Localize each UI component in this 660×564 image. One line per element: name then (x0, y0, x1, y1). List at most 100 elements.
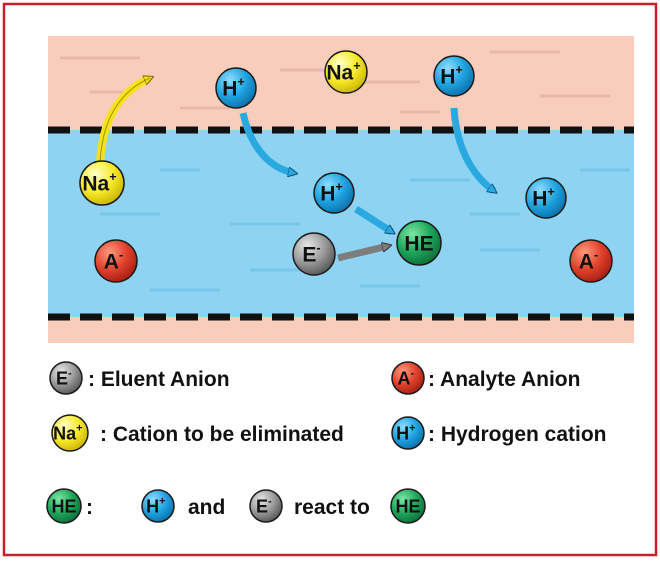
arrow-sodium-out-outline (99, 77, 151, 164)
sodium-ion-label: Na+ (82, 170, 116, 195)
ion-symbol: H (222, 78, 237, 101)
ion-symbol: H (320, 183, 335, 206)
product-ion-circle (390, 488, 426, 524)
ion-symbol: E (302, 244, 316, 267)
ion-charge: + (237, 75, 244, 89)
sodium-ion-label: Na+ (53, 422, 82, 443)
arrow-hydrogen-right (450, 107, 494, 191)
analyte-ion-circle (391, 361, 425, 395)
legend-sodium-ion: Na+ (51, 414, 89, 452)
hydrogen-ion-label: H+ (146, 495, 165, 516)
hydrogen-ion-top-right: H+ (433, 55, 475, 97)
arrow-eluent-to-product (337, 246, 388, 262)
hydrogen-ion-circle (313, 172, 355, 214)
ion-symbol: Na (326, 62, 353, 85)
hydrogen-ion-label: H+ (396, 422, 415, 443)
legend-reaction-colon: : (86, 496, 93, 519)
hydrogen-ion-label: H+ (320, 180, 343, 205)
ion-symbol: A (579, 251, 594, 274)
analyte-ion-circle (94, 239, 138, 283)
legend-product-ion: HE (46, 488, 82, 524)
hydrogen-ion-circle (391, 416, 425, 450)
eluent-ion-label: E- (302, 241, 320, 266)
eluent-ion-circle (249, 489, 283, 523)
ion-symbol: Na (53, 423, 77, 443)
hydrogen-ion-label: H+ (532, 185, 555, 210)
product-ion-circle (46, 488, 82, 524)
legend-eluent-ion: E- (49, 361, 83, 395)
analyte-ion-left: A- (94, 239, 138, 283)
ion-symbol: Na (82, 173, 109, 196)
ion-symbol: H (396, 423, 409, 443)
analyte-ion-label: A- (104, 248, 123, 273)
legend-reaction-eluent-ion: E- (249, 489, 283, 523)
sodium-ion-label: Na+ (326, 59, 360, 84)
channel-texture (100, 168, 630, 292)
legend-sodium-text: : Cation to be eliminated (100, 423, 344, 446)
legend-reaction-react-to: react to (294, 496, 370, 519)
ion-symbol: HE (51, 496, 76, 516)
legend-hydrogen-text: : Hydrogen cation (428, 423, 607, 446)
membrane-band-bottom (48, 317, 634, 343)
ion-charge: + (547, 185, 554, 199)
sodium-ion-circle (324, 50, 368, 94)
ion-charge: + (109, 170, 116, 184)
ion-symbol: A (104, 251, 119, 274)
ion-charge: + (335, 180, 342, 194)
ion-symbol: H (532, 188, 547, 211)
ion-charge: - (119, 248, 123, 262)
eluent-ion-label: E- (256, 495, 272, 516)
ion-charge: + (409, 422, 415, 434)
ion-symbol: E (56, 368, 68, 388)
legend-reaction-and: and (188, 496, 225, 519)
legend-analyte-text: : Analyte Anion (428, 368, 580, 391)
channel (48, 130, 634, 317)
product-ion-label: HE (395, 496, 420, 516)
ion-charge: + (159, 495, 165, 507)
analyte-ion-circle (569, 239, 613, 283)
eluent-ion-circle (292, 232, 336, 276)
ion-charge: - (68, 367, 72, 379)
ion-symbol: E (256, 496, 268, 516)
ion-charge: - (594, 248, 598, 262)
ion-charge: - (268, 495, 272, 507)
ion-charge: + (76, 422, 82, 434)
band-texture-top (60, 50, 610, 114)
hydrogen-ion-channel-right: H+ (525, 177, 567, 219)
ion-charge: + (455, 63, 462, 77)
legend-reaction-hydrogen-ion: H+ (141, 489, 175, 523)
hydrogen-ion-circle (215, 67, 257, 109)
ion-charge: - (411, 367, 415, 379)
legend-analyte-ion: A- (391, 361, 425, 395)
ion-symbol: HE (404, 233, 433, 256)
ion-symbol: A (398, 368, 411, 388)
ion-symbol: HE (395, 496, 420, 516)
hydrogen-ion-label: H+ (440, 63, 463, 88)
legend-hydrogen-ion: H+ (391, 416, 425, 450)
eluent-ion-channel: E- (292, 232, 336, 276)
hydrogen-ion-circle (433, 55, 475, 97)
eluent-ion-label: E- (56, 367, 72, 388)
sodium-ion-channel: Na+ (79, 160, 125, 206)
product-ion-channel: HE (396, 220, 442, 266)
arrow-hydrogen-left (239, 112, 294, 173)
hydrogen-ion-top-left: H+ (215, 67, 257, 109)
legend: E- : Eluent Anion A- : Analyte Anion Na+… (46, 361, 607, 524)
hydrogen-ion-channel: H+ (313, 172, 355, 214)
sodium-ion-circle (79, 160, 125, 206)
analyte-ion-right: A- (569, 239, 613, 283)
arrow-hydrogen-to-product (354, 206, 392, 235)
legend-reaction-result-ion: HE (390, 488, 426, 524)
sodium-ion-circle (51, 414, 89, 452)
sodium-ion-top: Na+ (324, 50, 368, 94)
legend-eluent-text: : Eluent Anion (88, 368, 230, 391)
ion-charge: - (316, 241, 320, 255)
ion-charge: + (353, 59, 360, 73)
product-ion-label: HE (51, 496, 76, 516)
product-ion-circle (396, 220, 442, 266)
ion-symbol: H (440, 66, 455, 89)
ion-symbol: H (146, 496, 159, 516)
analyte-ion-label: A- (579, 248, 598, 273)
